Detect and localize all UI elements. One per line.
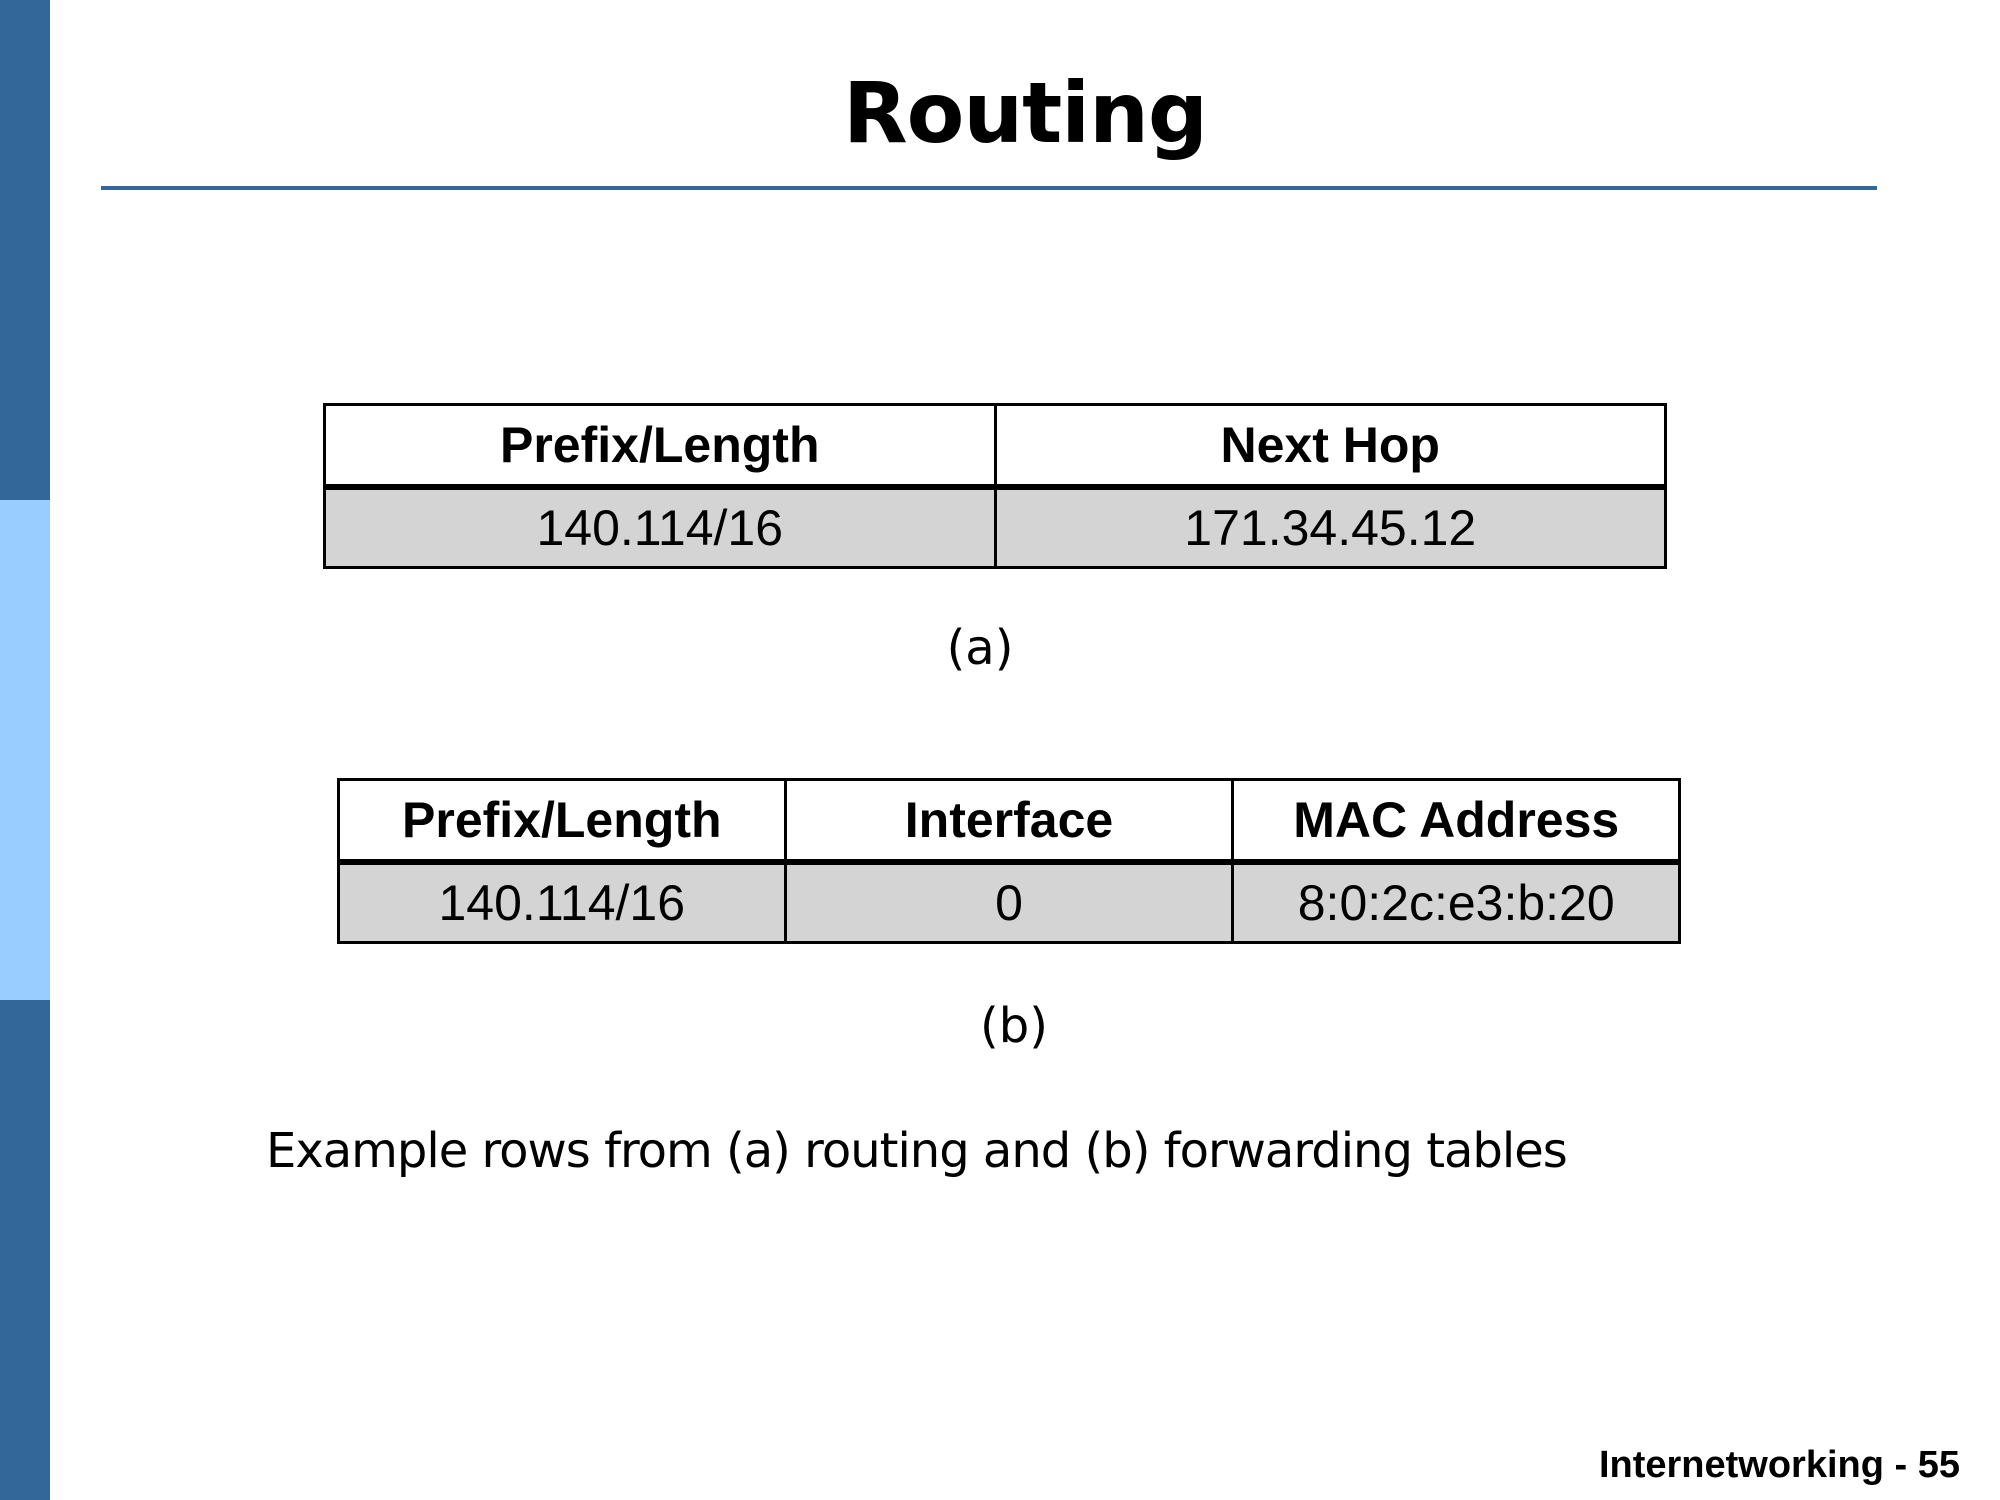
figure-caption: Example rows from (a) routing and (b) fo… (266, 1123, 1568, 1179)
table-header-row: Prefix/Length Next Hop (323, 403, 1667, 490)
column-header-prefix-length: Prefix/Length (337, 778, 787, 865)
side-band-middle (0, 500, 50, 1000)
side-band-bottom (0, 1000, 50, 1500)
cell-prefix-length: 140.114/16 (337, 860, 787, 944)
slide-title: Routing (842, 64, 1208, 162)
side-band-top (0, 0, 50, 500)
table-label-a: (a) (946, 620, 1014, 676)
cell-prefix-length: 140.114/16 (323, 485, 997, 569)
table-row: 140.114/16 0 8:0:2c:e3:b:20 (337, 860, 1681, 944)
cell-interface: 0 (783, 860, 1235, 944)
column-header-next-hop: Next Hop (993, 403, 1667, 490)
slide-footer: Internetworking - 55 (1598, 1444, 1960, 1486)
cell-mac-address: 8:0:2c:e3:b:20 (1231, 860, 1681, 944)
column-header-mac-address: MAC Address (1231, 778, 1681, 865)
title-divider (101, 186, 1877, 190)
column-header-interface: Interface (783, 778, 1235, 865)
routing-table: Prefix/Length Next Hop 140.114/16 171.34… (323, 403, 1667, 569)
cell-next-hop: 171.34.45.12 (993, 485, 1667, 569)
table-label-b: (b) (980, 998, 1048, 1054)
forwarding-table: Prefix/Length Interface MAC Address 140.… (337, 778, 1681, 944)
table-row: 140.114/16 171.34.45.12 (323, 485, 1667, 569)
table-header-row: Prefix/Length Interface MAC Address (337, 778, 1681, 865)
column-header-prefix-length: Prefix/Length (323, 403, 997, 490)
